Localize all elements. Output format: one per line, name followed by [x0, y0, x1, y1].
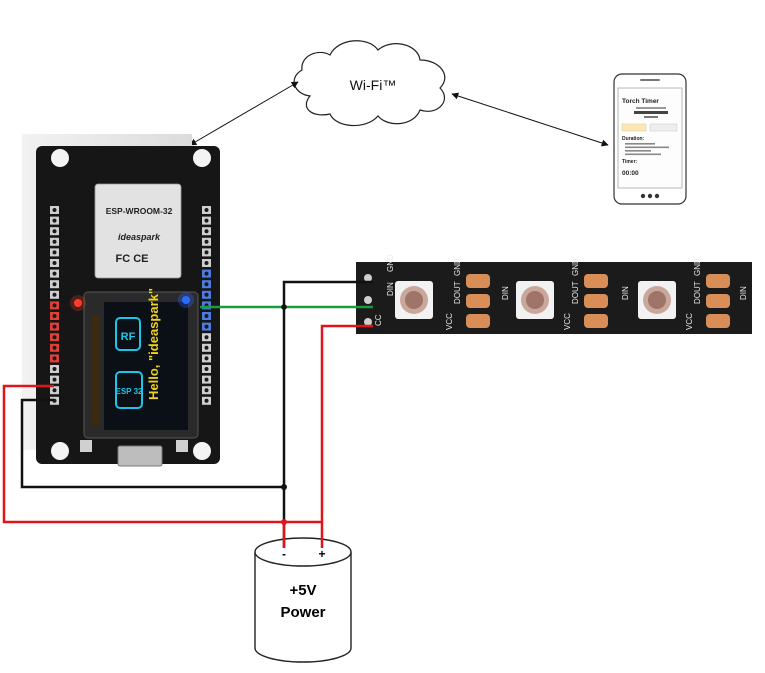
- oled-esp-badge: [115, 371, 143, 409]
- strip-pad-label: GND: [386, 254, 395, 272]
- blue-led: [182, 296, 190, 304]
- right-pin-header: [202, 206, 211, 405]
- led-strip: CC DIN GND VCC DOUT GND DIN VCC DOUT GND DIN VCC DOU…: [356, 254, 752, 334]
- strip-pad-label: GND: [453, 258, 462, 276]
- psu-voltage: +5V: [289, 582, 316, 599]
- strip-pad: [706, 294, 730, 308]
- ground-wire-strip: [282, 280, 373, 548]
- module-label: ESP-WROOM-32: [106, 206, 173, 216]
- oled-rf-text: RF: [121, 331, 136, 343]
- esp32-board: ESP-WROOM-32 ideaspark FC CE Hello, "ide…: [22, 134, 220, 467]
- strip-pad: [706, 274, 730, 288]
- oled-rf-badge: [115, 317, 141, 351]
- ground-wire-board: [20, 398, 284, 489]
- wroom-module: [94, 183, 182, 279]
- strip-pad-label: DIN: [739, 286, 748, 300]
- power-wire-board: [2, 384, 322, 524]
- strip-pad: [584, 294, 608, 308]
- led-2: [516, 281, 554, 319]
- oled-screen: [104, 302, 188, 430]
- en-button: [176, 440, 188, 452]
- strip-pad: [466, 294, 490, 308]
- led-1: [395, 281, 433, 319]
- wifi-label: Wi-Fi™: [350, 77, 397, 93]
- wifi-cloud: Wi-Fi™: [293, 40, 446, 127]
- strip-pad: [466, 274, 490, 288]
- psu-positive: +: [318, 547, 325, 561]
- cert-marks: FC CE: [116, 253, 149, 265]
- red-led: [74, 299, 82, 307]
- oled-text: Hello, "ideaspark": [146, 288, 161, 400]
- oled-esp-text: ESP 32: [116, 387, 144, 396]
- arrow-board-wifi: [189, 81, 299, 146]
- phone-duration-label: Duration:: [622, 136, 645, 142]
- strip-pad-label: DOUT: [453, 281, 462, 304]
- left-pin-header: [50, 206, 59, 405]
- strip-pad-label: DIN: [501, 286, 510, 300]
- strip-pad-label: VCC: [685, 313, 694, 330]
- phone-timer-value: 00:00: [622, 170, 639, 177]
- psu-title: Power: [280, 604, 325, 621]
- strip-pad: [584, 274, 608, 288]
- strip-pad-label: CC: [374, 314, 383, 326]
- brand-label: ideaspark: [118, 232, 161, 242]
- smartphone: Torch Timer Duration: Timer: 00:00: [613, 73, 687, 205]
- strip-pad-label: VCC: [445, 313, 454, 330]
- strip-pad: [466, 314, 490, 328]
- arrow-wifi-phone: [451, 92, 609, 147]
- power-supply: - + +5V Power: [254, 537, 352, 663]
- strip-pad-label: DOUT: [693, 281, 702, 304]
- strip-pad-label: VCC: [563, 313, 572, 330]
- strip-pad: [706, 314, 730, 328]
- usb-port: [117, 445, 163, 467]
- boot-button: [80, 440, 92, 452]
- strip-pad-label: DIN: [386, 282, 395, 296]
- led-3: [638, 281, 676, 319]
- strip-pad-label: DIN: [621, 286, 630, 300]
- phone-title: Torch Timer: [622, 98, 659, 105]
- strip-pad: [584, 314, 608, 328]
- phone-timer-label: Timer:: [622, 159, 638, 165]
- strip-pad-label: DOUT: [571, 281, 580, 304]
- strip-pad-label: GND: [693, 258, 702, 276]
- power-wire-strip: [320, 324, 373, 548]
- strip-pad-label: GND: [571, 258, 580, 276]
- psu-negative: -: [282, 547, 286, 561]
